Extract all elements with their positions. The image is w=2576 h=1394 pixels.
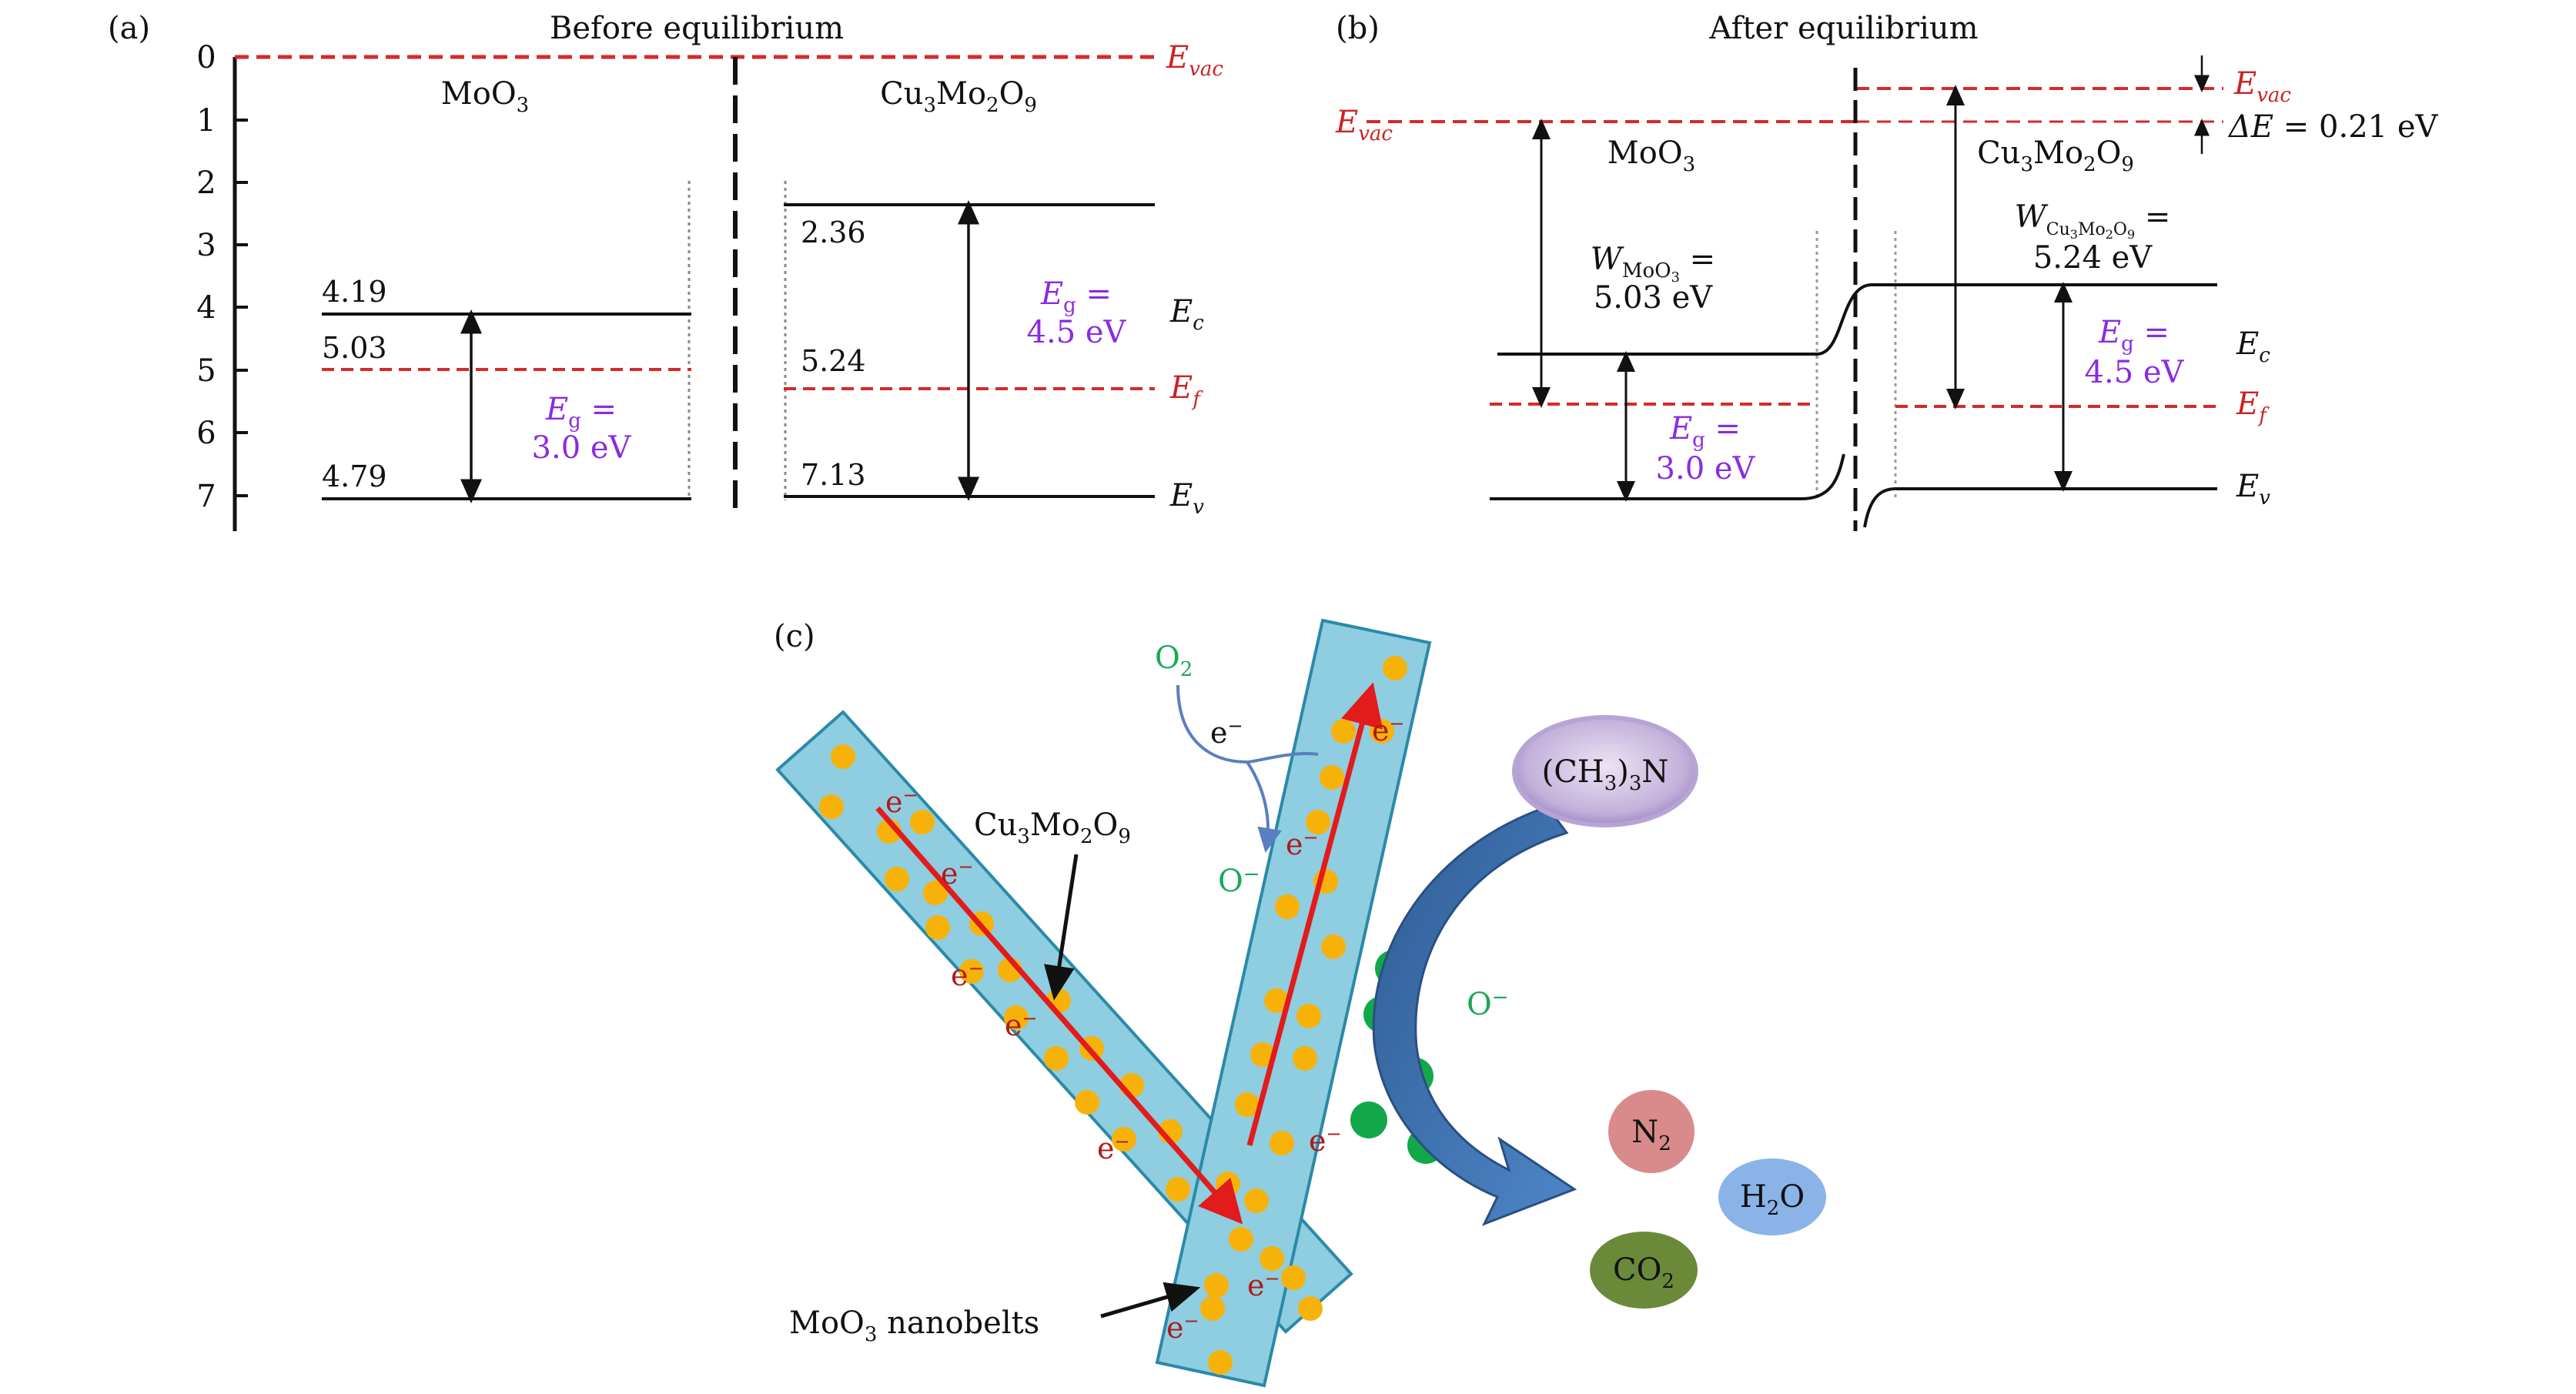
ec-label: Ec bbox=[1169, 294, 1204, 335]
moo3-ef-value: 5.03 bbox=[322, 331, 387, 365]
electron-label: e− bbox=[951, 958, 984, 992]
h2o-label: H2O bbox=[1740, 1179, 1805, 1220]
tick-label: 6 bbox=[196, 416, 216, 451]
electron-label: e− bbox=[1247, 1268, 1280, 1302]
panel-a: (a) Before equilibrium 0 1 2 3 4 5 6 7 E… bbox=[108, 11, 1223, 531]
electron-label: e− bbox=[1286, 827, 1319, 861]
o2-label: O2 bbox=[1155, 640, 1193, 681]
ec-label: Ec bbox=[2236, 326, 2270, 367]
tick-label: 0 bbox=[196, 40, 216, 75]
left-bandgap-value: 3.0 eV bbox=[1656, 451, 1756, 486]
tick-label: 5 bbox=[196, 353, 216, 389]
panel-c-tag: (c) bbox=[774, 619, 815, 654]
ev-label: Ev bbox=[1169, 478, 1204, 519]
ef-label: Ef bbox=[1169, 370, 1203, 411]
electron-label: e− bbox=[1210, 715, 1243, 750]
cu-ec-value: 2.36 bbox=[801, 216, 866, 249]
panel-a-title: Before equilibrium bbox=[550, 11, 844, 46]
ev-label: Ev bbox=[2236, 469, 2270, 510]
moo3-bandgap-label: Eg = bbox=[545, 392, 617, 433]
right-evac-label: Evac bbox=[2233, 66, 2291, 107]
electron-label: e− bbox=[1005, 1008, 1038, 1042]
moo3-ev-value: 4.79 bbox=[322, 460, 387, 493]
electron-label: e− bbox=[1309, 1123, 1342, 1158]
delta-e-label: ΔE = 0.21 eV bbox=[2227, 109, 2438, 145]
cu-bandgap-label: Eg = bbox=[1040, 276, 1112, 317]
evac-label: Evac bbox=[1166, 40, 1223, 81]
moo3-ec-value: 4.19 bbox=[322, 275, 387, 309]
conduction-band bbox=[1497, 283, 2217, 356]
w-cu-value: 5.24 eV bbox=[2033, 240, 2153, 276]
tick-label: 1 bbox=[196, 103, 216, 139]
w-moo3-value: 5.03 eV bbox=[1594, 280, 1713, 316]
co2-label: CO2 bbox=[1613, 1252, 1674, 1293]
cu-pointer-arrow bbox=[1044, 854, 1079, 1001]
axis-ticks bbox=[235, 55, 248, 497]
moo3-nanobelts-label: MoO3 nanobelts bbox=[789, 1305, 1039, 1346]
electron-label: e− bbox=[885, 784, 918, 819]
n2-label: N2 bbox=[1631, 1115, 1671, 1155]
w-moo3-label: WMoO3 = bbox=[1591, 242, 1715, 286]
h2o-molecule bbox=[1718, 1158, 1826, 1235]
electron-label: e− bbox=[1097, 1131, 1130, 1165]
tick-label: 3 bbox=[196, 228, 216, 263]
left-valence-band bbox=[1490, 453, 1845, 500]
dopant-dots bbox=[819, 656, 1407, 1375]
panel-c: (c) bbox=[774, 618, 1826, 1388]
tma-label: (CH3)3N bbox=[1542, 754, 1669, 795]
o-minus-formation-arrow bbox=[1244, 752, 1319, 853]
electron-label: e− bbox=[941, 856, 974, 891]
electron-flow-arrow bbox=[1246, 682, 1383, 1146]
reaction-arrow bbox=[1372, 805, 1577, 1226]
w-cu-label: WCu3Mo2O9 = bbox=[2015, 199, 2171, 242]
electron-label: e− bbox=[1166, 1310, 1199, 1345]
co2-molecule bbox=[1590, 1232, 1698, 1309]
electron-label: e− bbox=[1372, 713, 1405, 747]
right-bandgap-label: Eg = bbox=[2098, 315, 2170, 356]
right-valence-band bbox=[1863, 487, 2217, 528]
cu-ev-value: 7.13 bbox=[801, 458, 866, 492]
panel-b-tag: (b) bbox=[1336, 11, 1380, 46]
tma-molecule bbox=[1512, 715, 1698, 827]
cu-ef-value: 5.24 bbox=[801, 344, 866, 378]
cu3mo2o9-title: Cu3Mo2O9 bbox=[880, 76, 1037, 117]
moo3-bandgap-value: 3.0 eV bbox=[532, 430, 632, 466]
electron-labels: e− e− e− e− e− e− e− e− e− e− bbox=[885, 713, 1405, 1345]
panel-b: (b) After equilibrium Evac Evac ΔE = 0.2… bbox=[1335, 11, 2438, 531]
right-bandgap-value: 4.5 eV bbox=[2085, 355, 2185, 390]
o2-adsorption-path bbox=[1176, 684, 1248, 764]
tick-label: 7 bbox=[196, 479, 216, 514]
left-bandgap-label: Eg = bbox=[1669, 411, 1741, 452]
o-minus-reactant-label: O− bbox=[1467, 986, 1509, 1022]
tick-label: 4 bbox=[196, 290, 216, 326]
n2-molecule bbox=[1608, 1090, 1694, 1173]
moo3-pointer-arrow bbox=[1100, 1282, 1201, 1319]
panel-a-tag: (a) bbox=[108, 11, 150, 46]
left-evac-label: Evac bbox=[1335, 105, 1393, 145]
cu-bandgap-value: 4.5 eV bbox=[1027, 315, 1127, 350]
electron-flow-arrow bbox=[875, 806, 1243, 1225]
tick-label: 2 bbox=[196, 165, 216, 201]
ef-label: Ef bbox=[2236, 386, 2270, 427]
o-minus-label: O− bbox=[1218, 863, 1260, 899]
cu3mo2o9-title: Cu3Mo2O9 bbox=[1977, 135, 2134, 176]
panel-b-title: After equilibrium bbox=[1708, 11, 1978, 46]
moo3-title: MoO3 bbox=[1607, 135, 1695, 176]
cu3mo2o9-label: Cu3Mo2O9 bbox=[974, 807, 1131, 848]
moo3-title: MoO3 bbox=[441, 76, 529, 117]
